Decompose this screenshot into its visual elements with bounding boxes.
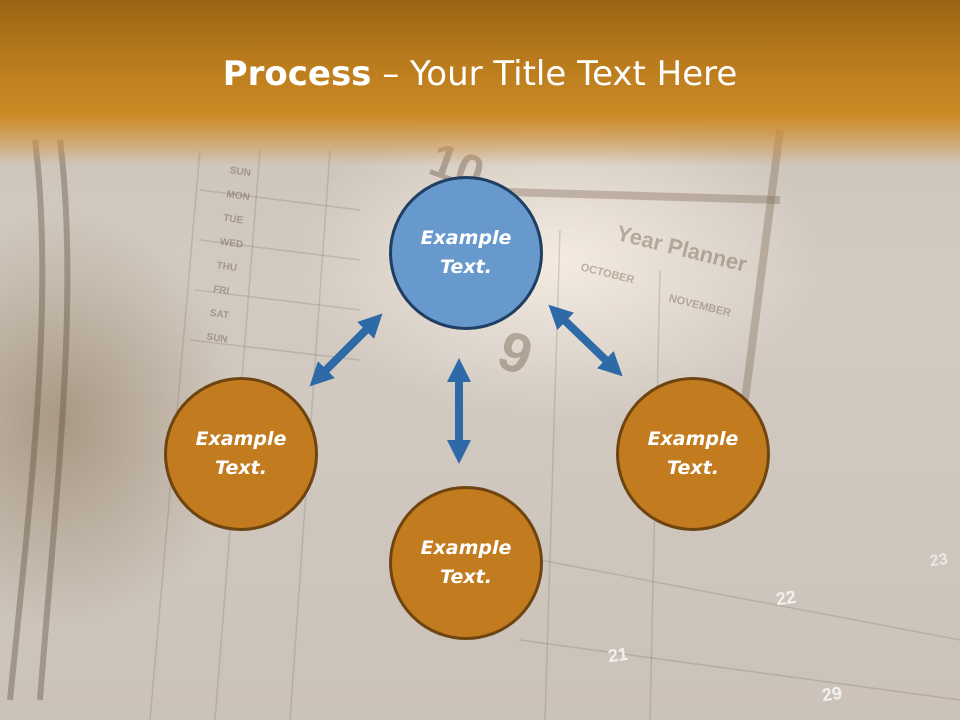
title-bar: [0, 0, 960, 165]
process-node-right[interactable]: Example Text.: [616, 377, 770, 531]
process-node-top[interactable]: Example Text.: [389, 176, 543, 330]
process-node-bottom-text: Example Text.: [420, 537, 512, 588]
title-bold: Process: [222, 54, 372, 94]
process-node-right-text: Example Text.: [647, 428, 739, 479]
slide-title[interactable]: Process – Your Title Text Here: [0, 52, 960, 96]
process-node-top-text: Example Text.: [420, 227, 512, 278]
title-rest: – Your Title Text Here: [371, 54, 738, 94]
process-node-bottom[interactable]: Example Text.: [389, 486, 543, 640]
double-arrow-right: [548, 304, 623, 377]
process-node-left-text: Example Text.: [195, 428, 287, 479]
process-node-left[interactable]: Example Text.: [164, 377, 318, 531]
double-arrow-left: [309, 313, 383, 387]
